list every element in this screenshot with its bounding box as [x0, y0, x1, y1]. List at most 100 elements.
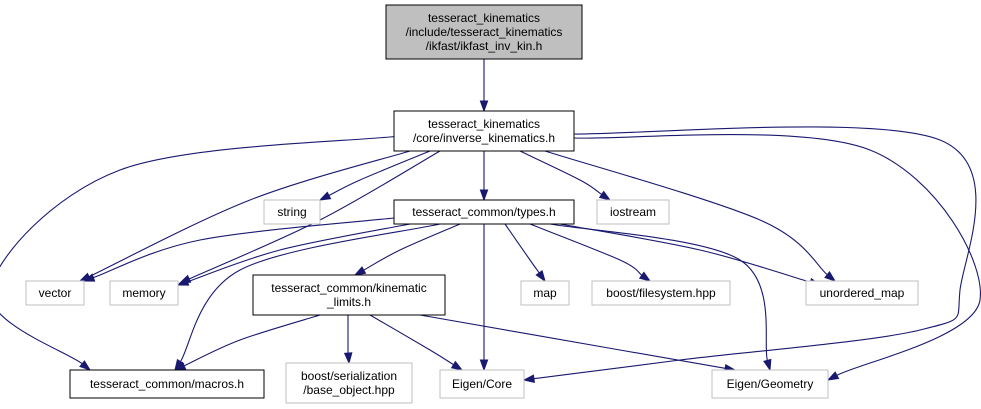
edge-arrowhead — [638, 271, 652, 282]
node-label-line: boost/filesystem.hpp — [606, 286, 716, 300]
edge-arrowhead — [343, 352, 353, 365]
node-label-line: memory — [122, 286, 165, 300]
node-label-line: /include/tesseract_kinematics — [406, 25, 563, 39]
node-label-line: tesseract_common/macros.h — [90, 377, 244, 391]
node-box — [439, 369, 525, 399]
edge-line — [369, 314, 454, 366]
edge-inverse_kinematics-to-iostream — [519, 150, 612, 201]
node-box — [805, 280, 919, 306]
node-label-line: vector — [39, 286, 72, 300]
node-eigen-geometry: Eigen/Geometry — [711, 369, 829, 399]
node-map: map — [520, 280, 570, 306]
edge-line — [529, 223, 643, 276]
edge-line — [549, 223, 768, 361]
node-box — [393, 199, 575, 225]
node-box — [385, 4, 583, 60]
edge-types-to-kinematic_limits — [353, 223, 461, 276]
node-label-line: tesseract_common/kinematic — [271, 281, 426, 295]
node-box — [393, 110, 575, 152]
edge-line — [533, 126, 977, 380]
edge-line — [419, 314, 726, 369]
edge-kinematic_limits-to-eigen_geometry — [419, 314, 737, 373]
edge-arrowhead — [479, 359, 489, 372]
edge-arrowhead — [176, 277, 190, 286]
node-types[interactable]: tesseract_common/types.h — [393, 199, 575, 225]
edge-arrowhead — [479, 100, 489, 113]
node-label-line: tesseract_kinematics — [428, 117, 540, 131]
node-label-line: /base_object.hpp — [303, 383, 395, 397]
node-memory: memory — [109, 280, 179, 306]
edge-types-to-vector — [82, 217, 395, 282]
node-root[interactable]: tesseract_kinematics/include/tesseract_k… — [385, 4, 583, 60]
edge-line — [504, 223, 540, 274]
edge-line — [0, 135, 401, 365]
edge-inverse_kinematics-to-string — [318, 150, 431, 201]
node-label-line: string — [277, 205, 306, 219]
node-label-line: /ikfast/ikfast_inv_kin.h — [426, 39, 543, 53]
node-iostream: iostream — [596, 199, 670, 225]
node-filesystem: boost/filesystem.hpp — [591, 280, 731, 306]
edge-inverse_kinematics-to-types — [479, 150, 489, 202]
node-kinematic-limits[interactable]: tesseract_common/kinematic_limits.h — [252, 274, 446, 316]
node-box — [109, 280, 179, 306]
edge-arrowhead — [824, 271, 837, 282]
edge-line — [88, 150, 411, 278]
edge-line — [544, 150, 828, 276]
edge-inverse_kinematics-to-macros — [0, 135, 401, 371]
edge-line — [519, 150, 602, 195]
edge-types-to-unordered_map — [559, 223, 822, 287]
edge-arrowhead — [763, 358, 772, 372]
edge-line — [183, 314, 321, 367]
node-label-line: tesseract_kinematics — [428, 11, 540, 25]
node-box — [252, 274, 446, 316]
edge-inverse_kinematics-to-eigen_geometry — [573, 133, 981, 381]
edge-line — [363, 223, 461, 271]
node-label-line: boost/serialization — [301, 369, 397, 383]
edge-arrowhead — [450, 360, 464, 371]
edge-line — [573, 133, 981, 376]
edge-inverse_kinematics-to-unordered_map — [544, 150, 837, 282]
node-label-line: tesseract_common/types.h — [412, 205, 555, 219]
node-inverse-kinematics[interactable]: tesseract_kinematics/core/inverse_kinema… — [393, 110, 575, 152]
edge-line — [179, 223, 441, 362]
edge-kinematic_limits-to-macros — [173, 314, 321, 371]
node-box — [263, 199, 321, 225]
node-box — [711, 369, 829, 399]
node-unordered-map: unordered_map — [805, 280, 919, 306]
edge-arrowhead — [82, 273, 96, 282]
node-box — [591, 280, 731, 306]
edge-types-to-eigen_geometry — [549, 223, 772, 372]
edge-types-to-map — [504, 223, 546, 283]
edge-kinematic_limits-to-eigen_core — [369, 314, 464, 371]
node-label-line: Eigen/Geometry — [727, 377, 814, 391]
edge-kinematic_limits-to-base_object — [343, 314, 353, 365]
nodes-layer: tesseract_kinematics/include/tesseract_k… — [25, 4, 919, 404]
edge-arrowhead — [318, 191, 332, 201]
edge-arrowhead — [826, 371, 840, 381]
edge-arrowhead — [79, 360, 92, 371]
node-box — [285, 362, 413, 404]
node-macros[interactable]: tesseract_common/macros.h — [69, 369, 265, 399]
node-label-line: _limits.h — [326, 295, 371, 309]
edge-line — [328, 150, 431, 197]
node-vector: vector — [25, 280, 85, 306]
node-eigen-core: Eigen/Core — [439, 369, 525, 399]
node-box — [520, 280, 570, 306]
node-base-object: boost/serialization/base_object.hpp — [285, 362, 413, 404]
edge-types-to-eigen_core — [479, 223, 489, 372]
node-label-line: /core/inverse_kinematics.h — [413, 131, 555, 145]
node-label-line: unordered_map — [820, 286, 905, 300]
node-string: string — [263, 199, 321, 225]
edge-arrowhead — [522, 374, 535, 383]
edge-line — [93, 217, 395, 279]
edges-layer — [0, 58, 981, 383]
edge-arrowhead — [479, 189, 489, 202]
edge-types-to-filesystem — [529, 223, 652, 282]
edge-arrowhead — [353, 266, 367, 276]
edge-root-to-inverse_kinematics — [479, 58, 489, 113]
edge-arrowhead — [598, 190, 612, 201]
node-box — [25, 280, 85, 306]
node-box — [69, 369, 265, 399]
node-label-line: iostream — [610, 205, 656, 219]
